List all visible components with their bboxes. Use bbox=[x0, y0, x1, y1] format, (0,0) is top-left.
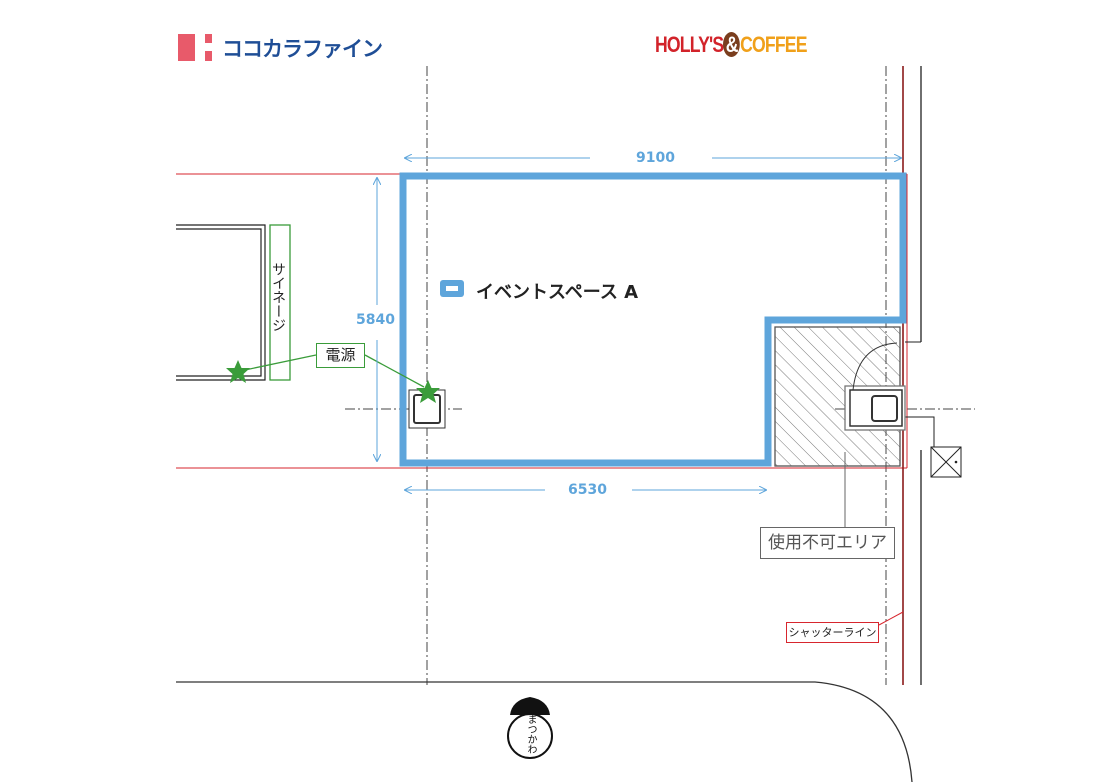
unusable-area-label: 使用不可エリア bbox=[760, 527, 895, 559]
coffee-text: COFFEE bbox=[740, 32, 807, 57]
power-label: 電源 bbox=[316, 343, 365, 368]
power-star-icon bbox=[226, 360, 250, 383]
power-star-icon bbox=[416, 380, 440, 403]
matsukawa-logo bbox=[507, 697, 553, 759]
event-space-a-outline bbox=[399, 172, 907, 467]
signage-box bbox=[269, 224, 291, 381]
matsukawa-logo-text: まつかわ bbox=[525, 714, 536, 754]
cocokara-logo-text: ココカラファイン bbox=[222, 37, 383, 61]
shutter-line-label: シャッターライン bbox=[786, 622, 879, 643]
dimension-9100: 9100 bbox=[636, 150, 675, 166]
dimension-5840: 5840 bbox=[356, 312, 395, 328]
signage-label: サイネージ bbox=[270, 262, 286, 332]
hollys-coffee-logo: HOLLY'S&COFFEE bbox=[655, 32, 807, 58]
legend-label: イベントスペース A bbox=[476, 282, 639, 303]
equipment-box bbox=[930, 446, 962, 478]
street-edge bbox=[176, 681, 913, 782]
hollys-text: HOLLY'S bbox=[655, 32, 724, 57]
ampersand-bean-icon: & bbox=[723, 32, 741, 57]
cocokara-logo-icon bbox=[178, 34, 212, 61]
dimension-6530: 6530 bbox=[568, 482, 607, 498]
